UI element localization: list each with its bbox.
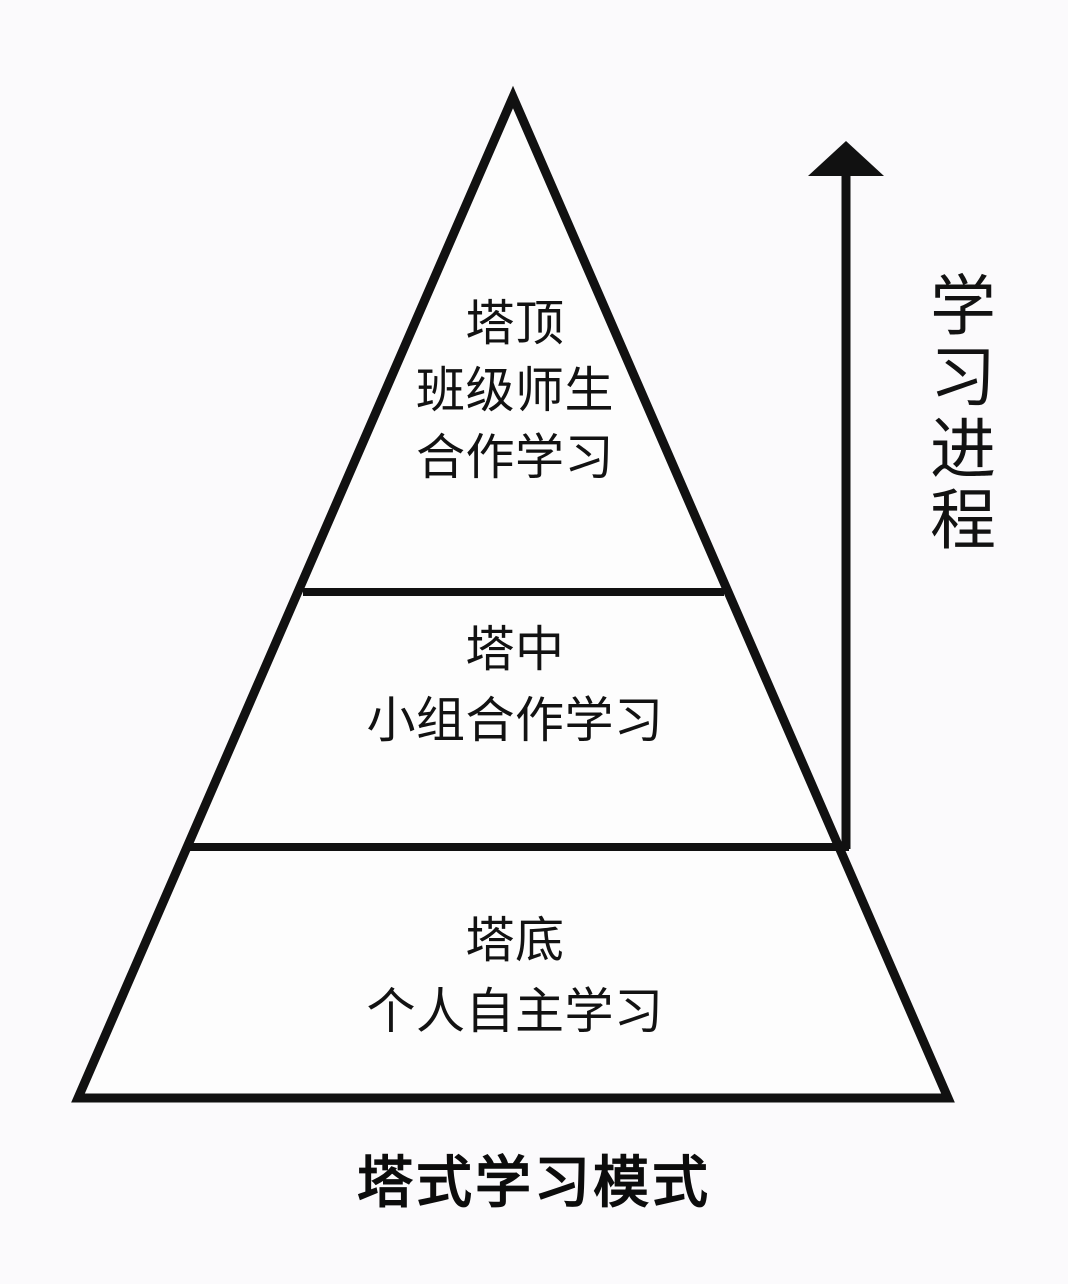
tier-label-middle: 塔中 小组合作学习 xyxy=(0,622,1030,750)
tier-bottom-line-2: 个人自主学习 xyxy=(366,983,664,1039)
tier-label-bottom: 塔底 个人自主学习 xyxy=(0,913,1030,1041)
up-arrow-icon xyxy=(808,141,884,849)
tier-label-top: 塔顶 班级师生 合作学习 xyxy=(0,296,1030,496)
tier-middle-line-2: 小组合作学习 xyxy=(366,692,664,748)
tier-top-line-1: 塔顶 xyxy=(465,296,565,351)
progress-char-3: 进 xyxy=(930,413,996,487)
tier-top-line-2: 班级师生 xyxy=(415,362,614,418)
diagram-caption: 塔式学习模式 xyxy=(357,1151,711,1216)
tier-middle-line-1: 塔中 xyxy=(465,622,565,677)
tier-top-line-3: 合作学习 xyxy=(415,429,614,485)
progress-axis-label: 学 习 进 程 xyxy=(925,272,1001,557)
tier-bottom-line-1: 塔底 xyxy=(465,913,565,968)
progress-char-2: 习 xyxy=(930,342,996,416)
progress-char-4: 程 xyxy=(930,484,996,558)
progress-char-1: 学 xyxy=(930,271,996,344)
